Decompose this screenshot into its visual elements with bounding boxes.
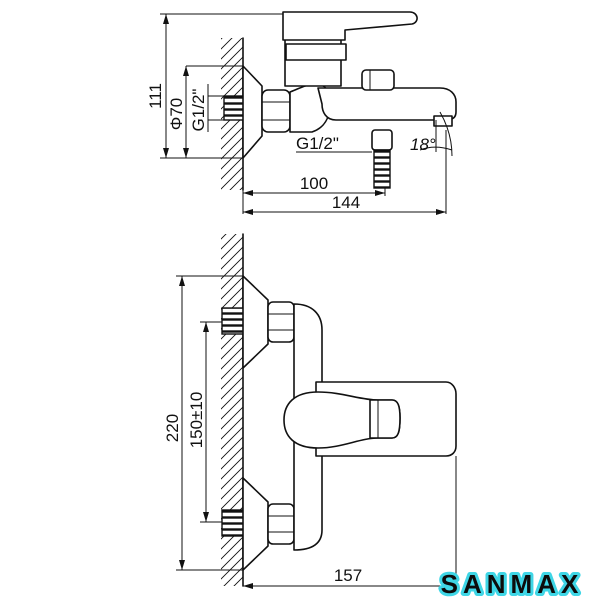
- angle-arc-small: [419, 146, 453, 151]
- spout-top: [317, 87, 457, 121]
- wall-thread-top: [223, 95, 245, 121]
- base-top: [285, 43, 347, 61]
- brand-logo: SANMAX SANMAX: [438, 566, 584, 600]
- brand-logo-text: SANMAX: [441, 569, 584, 599]
- front-view: 220 150±10 157: [163, 233, 457, 592]
- wall-thread-upper: [221, 307, 245, 335]
- angle-arc: [439, 111, 453, 157]
- dim-phi-label: Φ70: [167, 98, 186, 130]
- top-view: 111 Φ70 G1/2" G1/2" 18° 100 144: [146, 11, 457, 215]
- nut-lower: [267, 503, 295, 545]
- escutcheon-upper: [242, 275, 269, 369]
- dim-g-outlet-label: G1/2": [296, 134, 339, 153]
- escutcheon-lower: [242, 477, 269, 571]
- lever-top: [282, 11, 418, 41]
- dim-angle-label: 18°: [410, 135, 436, 154]
- escutcheon-top: [242, 65, 263, 159]
- nut-upper: [267, 301, 295, 343]
- nut-top: [261, 89, 291, 133]
- dim-220-label: 220: [163, 414, 182, 442]
- wall-thread-lower: [221, 509, 245, 537]
- diverter-knob-top: [361, 69, 395, 91]
- spout-tip: [433, 115, 453, 127]
- dim-111-label: 111: [146, 83, 165, 109]
- dim-157-label: 157: [334, 566, 362, 585]
- lever-tab: [369, 399, 401, 439]
- dim-144-label: 144: [332, 193, 360, 212]
- dim-g-wall-label: G1/2": [189, 89, 208, 132]
- outlet-fitting: [371, 129, 393, 151]
- brand-logo-glow: SANMAX: [441, 569, 584, 599]
- dim-100-label: 100: [300, 174, 328, 193]
- outlet-thread: [373, 149, 391, 189]
- dim-150-label: 150±10: [187, 392, 206, 449]
